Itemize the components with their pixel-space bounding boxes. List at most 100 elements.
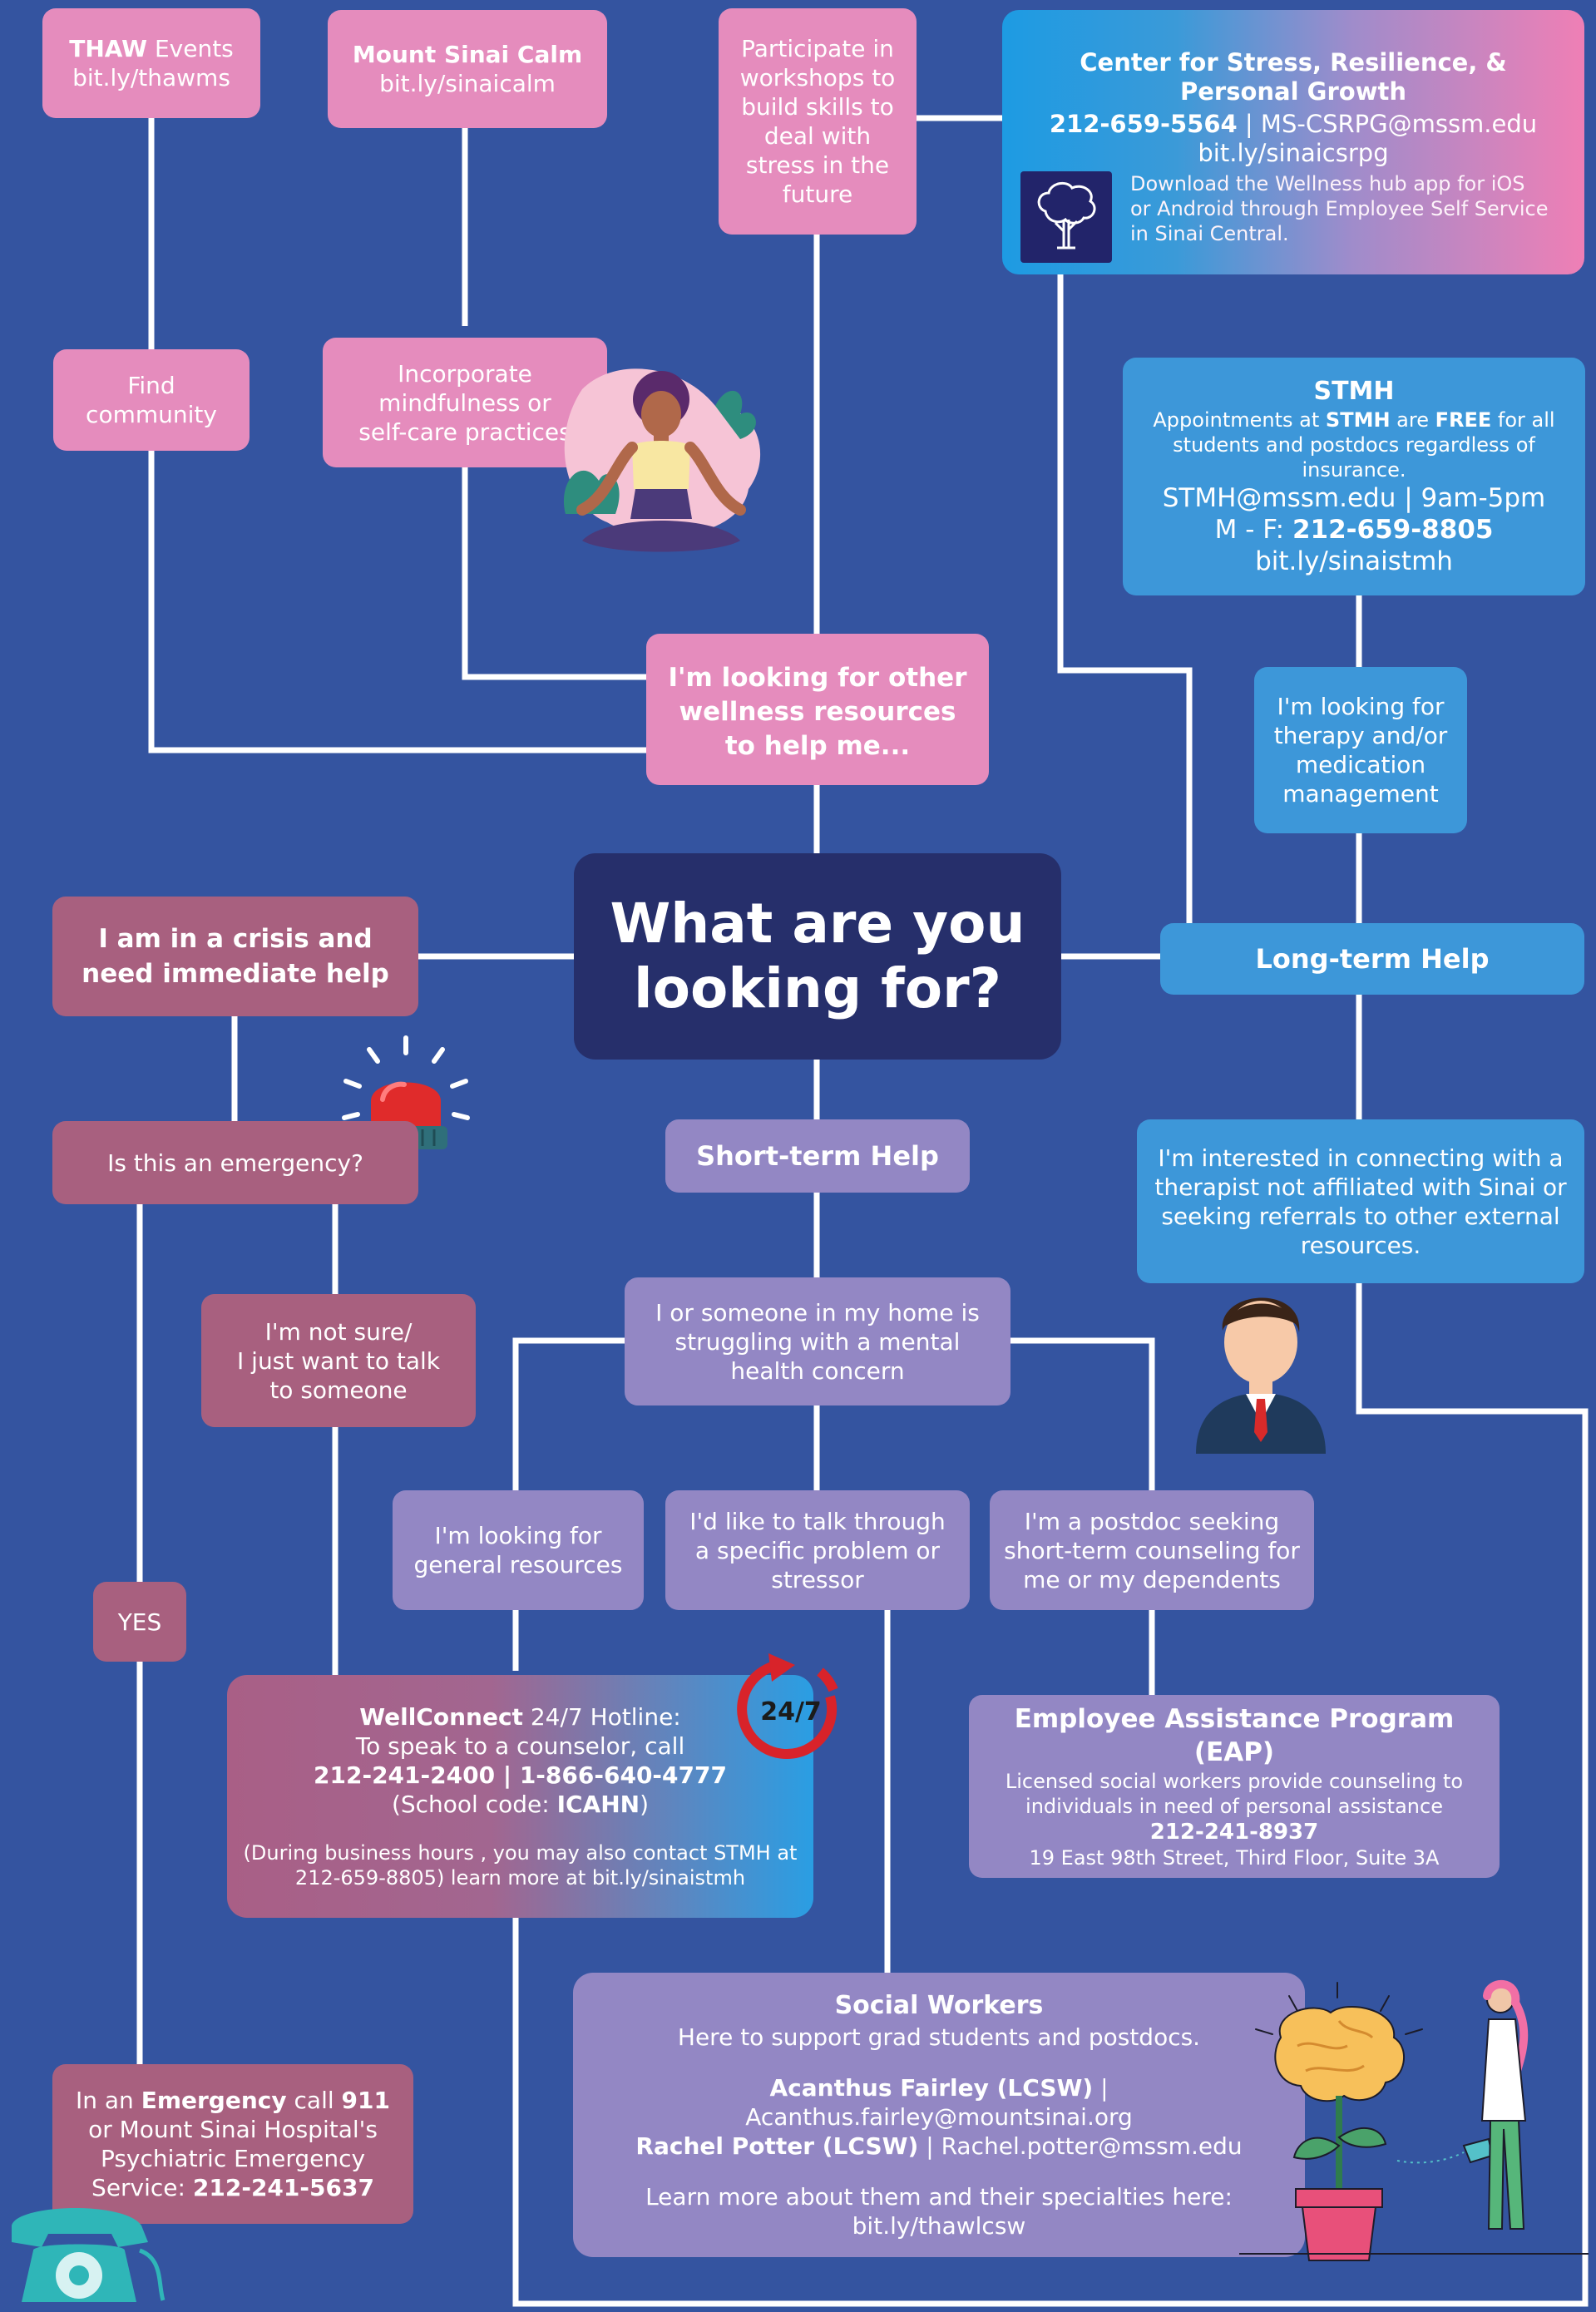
eap-box: Employee Assistance Program (EAP) Licens… <box>969 1695 1500 1878</box>
telephone-icon <box>0 2192 166 2309</box>
free-label: FREE <box>1435 408 1492 432</box>
struggling-line: I or someone in my home is <box>655 1298 980 1326</box>
eap-phone[interactable]: 212-241-8937 <box>1149 1820 1319 1845</box>
external-line: I'm interested in connecting with a <box>1158 1144 1564 1172</box>
external-line: seeking referrals to other external <box>1161 1202 1560 1230</box>
therapy-line: medication <box>1295 751 1426 778</box>
separator: | <box>918 2132 941 2160</box>
community-line: Find <box>127 372 175 399</box>
struggling-box[interactable]: I or someone in my home is struggling wi… <box>625 1277 1010 1405</box>
other-wellness-prompt[interactable]: I'm looking for other wellness resources… <box>646 634 989 785</box>
social-worker-email[interactable]: Rachel.potter@mssm.edu <box>941 2132 1243 2160</box>
stmh-phone[interactable]: 212-659-8805 <box>1292 515 1494 545</box>
yes-label: YES <box>117 1608 162 1636</box>
short-term-help[interactable]: Short-term Help <box>665 1119 970 1193</box>
main-question-line: What are you <box>610 892 1025 956</box>
talk-line: I'd like to talk through <box>689 1507 946 1535</box>
not-sure-line: to someone <box>269 1376 408 1404</box>
csrpg-email[interactable]: MS-CSRPG@mssm.edu <box>1260 110 1538 138</box>
not-sure-line: I'm not sure/ <box>264 1317 413 1346</box>
thaw-link[interactable]: bit.ly/thawms <box>72 64 230 91</box>
social-workers-box: Social Workers Here to support grad stud… <box>573 1973 1305 2257</box>
mindfulness-line: self-care practices <box>358 417 571 446</box>
talk-line: stressor <box>771 1565 864 1593</box>
emergency-line: or Mount Sinai Hospital's <box>88 2116 378 2143</box>
clock-247-icon: 24/7 <box>729 1647 853 1771</box>
eap-title: Employee Assistance Program (EAP) <box>1014 1704 1455 1767</box>
sinai-calm-box: Mount Sinai Calm bit.ly/sinaicalm <box>328 10 607 128</box>
app-line: or Android through Employee Self Service <box>1130 197 1549 220</box>
external-therapist-box[interactable]: I'm interested in connecting with a ther… <box>1137 1119 1584 1283</box>
therapy-box[interactable]: I'm looking for therapy and/or medicatio… <box>1254 667 1467 833</box>
crisis-line: I am in a crisis and <box>98 924 373 954</box>
postdoc-line: short-term counseling for <box>1004 1536 1300 1564</box>
not-sure-box[interactable]: I'm not sure/ I just want to talk to som… <box>201 1294 476 1427</box>
prompt-line: I'm looking for other <box>668 662 967 693</box>
crisis-line: need immediate help <box>82 959 389 989</box>
struggling-line: struggling with a mental <box>674 1327 961 1356</box>
talk-through-box[interactable]: I'd like to talk through a specific prob… <box>665 1490 970 1610</box>
prompt-line: to help me... <box>724 730 911 761</box>
brain-tree-illustration <box>1239 1979 1589 2262</box>
emergency-question-label: Is this an emergency? <box>107 1149 363 1177</box>
meditation-illustration <box>549 356 790 589</box>
psych-emergency-phone[interactable]: 212-241-5637 <box>192 2174 374 2201</box>
wellconnect-note: 212-659-8805) learn more at bit.ly/sinai… <box>294 1866 746 1890</box>
stmh-link[interactable]: bit.ly/sinaistmh <box>1255 546 1453 576</box>
csrpg-title: Center for Stress, Resilience, & <box>1080 48 1507 77</box>
mindfulness-line: mindfulness or <box>378 388 551 417</box>
csrpg-phone[interactable]: 212-659-5564 <box>1049 110 1238 138</box>
sinai-calm-link[interactable]: bit.ly/sinaicalm <box>379 70 556 97</box>
workshops-box: Participate in workshops to build skills… <box>719 8 917 235</box>
social-worker-email[interactable]: Acanthus.fairley@mountsinai.org <box>745 2103 1133 2131</box>
emergency-question[interactable]: Is this an emergency? <box>52 1121 418 1204</box>
workshops-line: Participate in <box>741 35 894 62</box>
yes-box[interactable]: YES <box>93 1582 186 1662</box>
stmh-text-bold: STMH <box>1325 408 1391 432</box>
not-sure-line: I just want to talk <box>237 1346 440 1375</box>
wellness-app-text: Download the Wellness hub app for iOS or… <box>1112 171 1548 246</box>
stmh-days: M - F: <box>1214 515 1292 545</box>
find-community-box: Find community <box>53 349 250 451</box>
wellness-app-row: Download the Wellness hub app for iOS or… <box>1020 171 1566 263</box>
separator: | <box>1093 2074 1109 2102</box>
csrpg-contact: 212-659-5564 | MS-CSRPG@mssm.edu <box>1050 110 1537 139</box>
workshops-line: deal with <box>763 122 872 150</box>
therapy-line: I'm looking for <box>1277 693 1445 720</box>
events-label: Events <box>147 35 234 62</box>
csrpg-link[interactable]: bit.ly/sinaicsrpg <box>1198 139 1389 167</box>
external-line: therapist not affiliated with Sinai or <box>1154 1173 1567 1201</box>
external-line: resources. <box>1300 1231 1421 1259</box>
workshops-line: workshops to <box>739 64 896 91</box>
tree-icon <box>1020 171 1112 263</box>
emergency-line: Psychiatric Emergency <box>100 2145 366 2172</box>
long-term-help[interactable]: Long-term Help <box>1160 923 1584 995</box>
therapy-line: management <box>1282 780 1439 808</box>
wellconnect-phone-2[interactable]: 1-866-640-4777 <box>519 1761 727 1789</box>
workshops-line: build skills to <box>741 93 894 121</box>
emergency-info-box: In an Emergency call 911 or Mount Sinai … <box>52 2064 413 2224</box>
social-workers-link[interactable]: bit.ly/thawlcsw <box>852 2212 1026 2240</box>
eap-line: Licensed social workers provide counseli… <box>1005 1770 1464 1793</box>
crisis-box[interactable]: I am in a crisis and need immediate help <box>52 897 418 1016</box>
general-resources-box[interactable]: I'm looking for general resources <box>393 1490 644 1610</box>
emergency-911[interactable]: 911 <box>341 2087 390 2114</box>
wellconnect-note: (During business hours , you may also co… <box>243 1841 798 1865</box>
postdoc-box[interactable]: I'm a postdoc seeking short-term counsel… <box>990 1490 1314 1610</box>
wellconnect-name: WellConnect <box>359 1703 523 1731</box>
csrpg-title-2: Personal Growth <box>1180 77 1406 106</box>
workshops-line: stress in the <box>745 151 890 179</box>
eap-line: individuals in need of personal assistan… <box>1025 1795 1443 1818</box>
social-workers-more: Learn more about them and their specialt… <box>645 2183 1233 2211</box>
wellconnect-phone-1[interactable]: 212-241-2400 <box>314 1761 496 1789</box>
main-question: What are you looking for? <box>574 853 1061 1060</box>
main-question-line: looking for? <box>634 956 1001 1020</box>
therapy-line: therapy and/or <box>1273 722 1448 749</box>
emergency-service-label: Service: <box>91 2174 193 2201</box>
community-line: community <box>86 401 217 428</box>
wellconnect-line: To speak to a counselor, call <box>355 1732 685 1760</box>
mindfulness-box: Incorporate mindfulness or self-care pra… <box>323 338 607 467</box>
thaw-label: THAW <box>69 35 148 62</box>
stmh-email-hours[interactable]: STMH@mssm.edu | 9am-5pm <box>1162 483 1546 513</box>
